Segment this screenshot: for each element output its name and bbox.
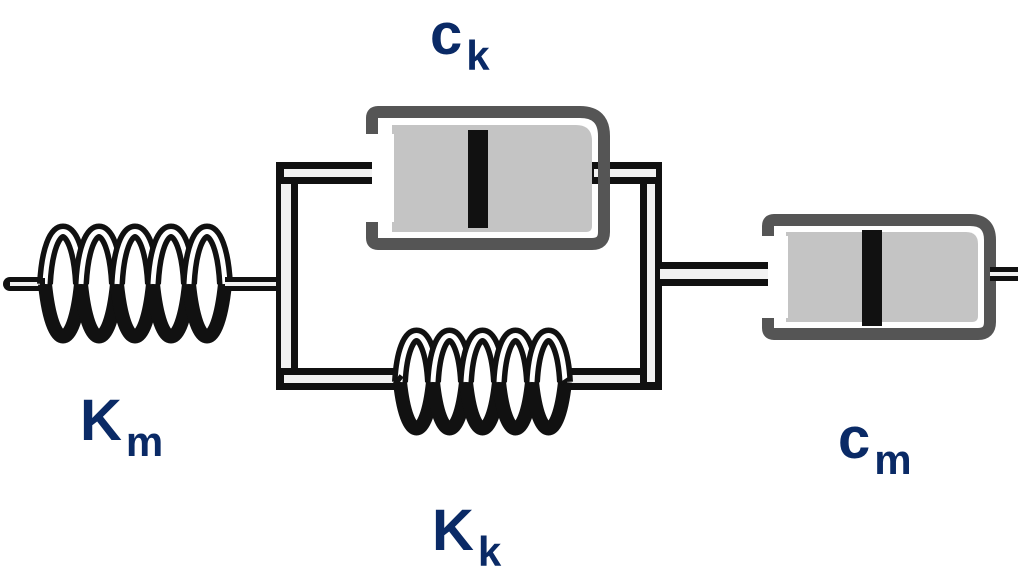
spring-coil-highlight <box>186 229 228 285</box>
label-kk-main: K <box>432 498 474 563</box>
spring-lead <box>392 374 404 387</box>
spring-coil-highlight <box>529 333 568 383</box>
spring-kk <box>392 327 573 436</box>
label-cm-subscript: m <box>874 436 912 483</box>
piston-ck <box>468 130 488 228</box>
label-cm: cm <box>838 410 912 481</box>
label-cm-main: c <box>838 406 871 471</box>
spring-km <box>37 223 233 344</box>
dashpot-cm <box>762 214 996 340</box>
spring-coil-back <box>525 381 572 436</box>
label-km: Km <box>80 392 163 463</box>
piston-cm <box>862 230 882 326</box>
parallel-frame-left <box>276 162 298 390</box>
label-kk: Kk <box>432 502 501 573</box>
label-ck: ck <box>430 6 490 77</box>
label-kk-subscript: k <box>477 528 502 575</box>
label-km-main: K <box>80 388 122 453</box>
spring-coil-back <box>182 283 232 344</box>
spring-lead <box>560 375 572 386</box>
label-ck-main: c <box>430 2 463 67</box>
label-km-subscript: m <box>125 418 164 465</box>
parallel-frame-bottom-arm <box>276 368 655 390</box>
label-ck-subscript: k <box>466 32 490 79</box>
dashpot-ck <box>366 106 610 250</box>
